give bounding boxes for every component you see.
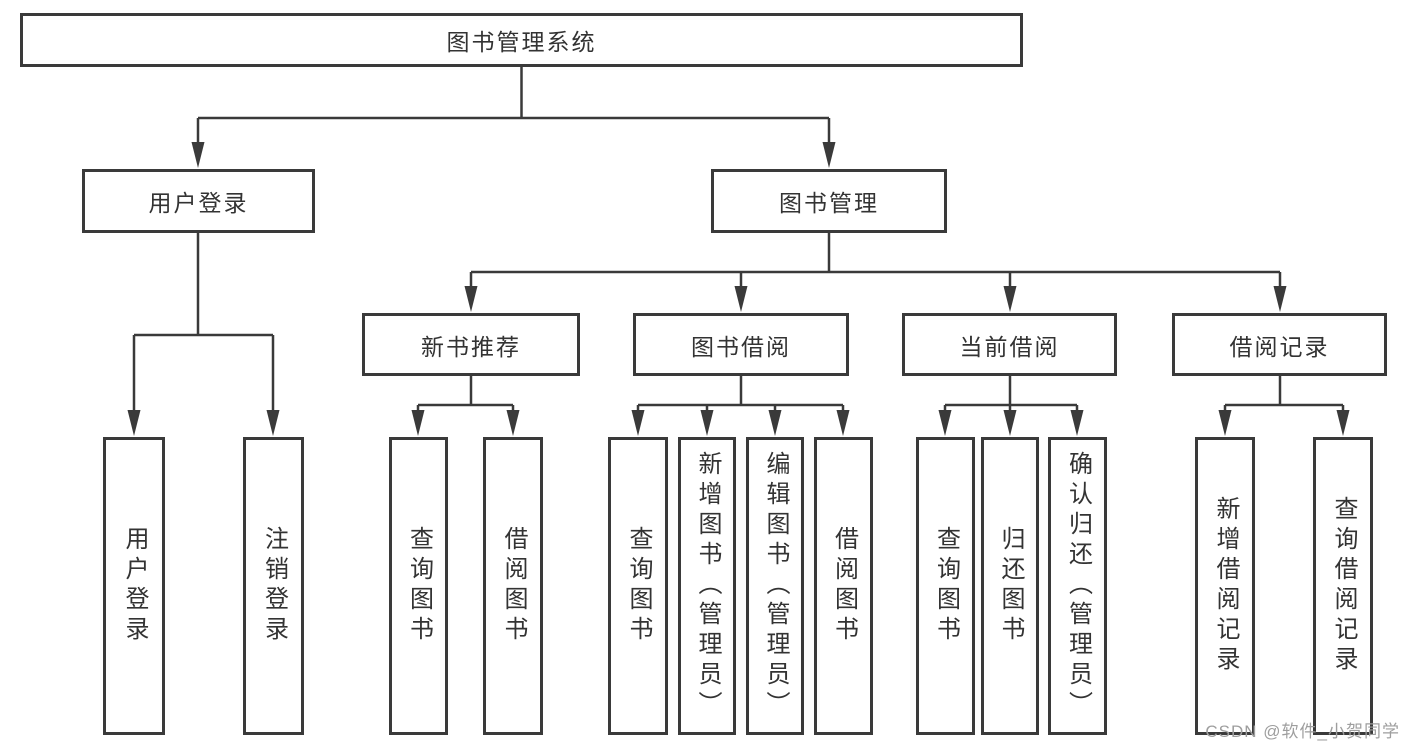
node-label: 用户登录 [148,190,249,216]
arrowhead [411,410,425,436]
arrowhead [631,410,645,436]
leaf-add-books-admin: 新增图书（管理员） [678,437,736,735]
node-new-book-recommendation: 新书推荐 [362,313,580,376]
leaf-query-books-current: 查询图书 [916,437,975,735]
node-label: 新书推荐 [421,333,521,360]
leaf-label: 注销登录 [260,526,288,646]
leaf-label: 查询图书 [405,526,433,646]
arrowhead [127,410,141,436]
arrowhead [700,410,714,436]
leaf-label: 查询图书 [625,526,652,646]
leaf-query-books-rec: 查询图书 [389,437,448,735]
arrowhead [1336,410,1350,436]
connector-user-login-to-leaves [127,233,280,436]
node-library-management-system: 图书管理系统 [20,13,1023,67]
leaf-label: 确认归还（管理员） [1064,451,1092,721]
arrowhead [734,286,748,312]
arrowhead [191,142,205,168]
arrowhead [1003,286,1017,312]
arrowhead [266,410,280,436]
leaf-add-borrow-record: 新增借阅记录 [1195,437,1255,735]
connector-new-book-rec-to-leaves [411,376,520,436]
leaf-label: 查询图书 [932,526,960,646]
arrowhead [768,410,782,436]
leaf-borrow-books-rec: 借阅图书 [483,437,543,735]
arrowhead [836,410,850,436]
leaf-confirm-return-admin: 确认归还（管理员） [1048,437,1107,735]
leaf-label: 查询借阅记录 [1330,496,1357,676]
csdn-watermark: CSDN @软件_小贺同学 [1205,722,1400,741]
leaf-label: 编辑图书（管理员） [762,451,789,721]
arrowhead [506,410,520,436]
arrowhead [464,286,478,312]
node-borrowing-records: 借阅记录 [1172,313,1387,376]
connector-root-to-level2 [191,67,836,168]
leaf-label: 用户登录 [121,526,148,646]
node-book-management: 图书管理 [711,169,947,233]
connector-book-mgmt-to-level3 [464,233,1287,312]
leaf-user-login: 用户登录 [103,437,165,735]
arrowhead [1070,410,1084,436]
leaf-return-books: 归还图书 [981,437,1039,735]
leaf-label: 借阅图书 [500,526,527,646]
connector-borrow-record-to-leaves [1218,376,1350,436]
connector-book-borrow-to-leaves [631,376,850,436]
arrowhead [822,142,836,168]
leaf-label: 新增图书（管理员） [694,451,721,721]
node-label: 图书管理 [779,190,879,216]
arrowhead [1273,286,1287,312]
node-label: 图书管理系统 [446,29,597,55]
node-label: 借阅记录 [1229,333,1330,360]
arrowhead [1218,410,1232,436]
connector-current-borrow-to-leaves [938,376,1084,436]
leaf-label: 借阅图书 [830,526,858,646]
node-label: 图书借阅 [691,333,791,360]
leaf-label: 新增借阅记录 [1212,496,1239,676]
node-user-login: 用户登录 [82,169,315,233]
arrowhead [938,410,952,436]
leaf-edit-books-admin: 编辑图书（管理员） [746,437,804,735]
node-book-borrowing: 图书借阅 [633,313,849,376]
node-current-borrowing: 当前借阅 [902,313,1117,376]
node-label: 当前借阅 [959,333,1060,360]
leaf-borrow-books: 借阅图书 [814,437,873,735]
leaf-query-borrow-record: 查询借阅记录 [1313,437,1373,735]
leaf-label: 归还图书 [997,526,1024,646]
leaf-query-books-borrow: 查询图书 [608,437,668,735]
arrowhead [1003,410,1017,436]
leaf-logout: 注销登录 [243,437,304,735]
